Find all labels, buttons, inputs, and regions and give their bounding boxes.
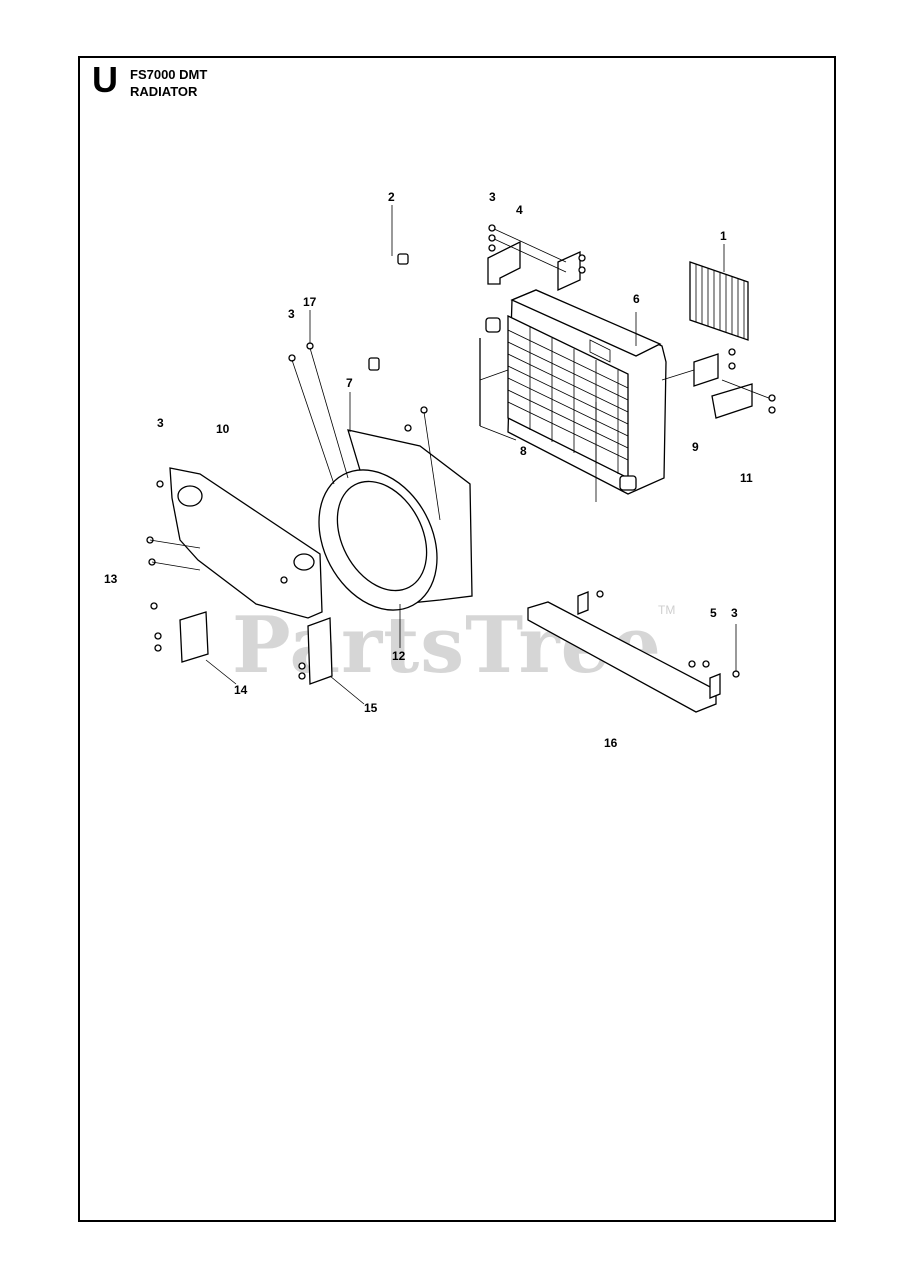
model-name: FS7000 DMT — [130, 67, 208, 82]
callout-13: 13 — [104, 572, 118, 586]
callout-2: 2 — [388, 190, 395, 204]
upper-bracket-part — [487, 224, 586, 292]
callout-15: 15 — [364, 701, 378, 715]
shroud-screws — [288, 310, 349, 485]
callout-3: 3 — [731, 606, 738, 620]
fan-guard-part — [146, 467, 323, 619]
fan-shroud-part — [318, 392, 473, 648]
support-bar-part — [527, 590, 740, 713]
callout-4: 4 — [516, 203, 523, 217]
radiator-part — [485, 289, 667, 502]
callout-8: 8 — [520, 444, 527, 458]
side-rod-part — [479, 338, 517, 441]
callout-3: 3 — [489, 190, 496, 204]
callout-16: 16 — [604, 736, 618, 750]
callout-6: 6 — [633, 292, 640, 306]
callout-1: 1 — [720, 229, 727, 243]
callout-3: 3 — [157, 416, 164, 430]
watermark-trademark: TM — [658, 603, 675, 617]
callout-7: 7 — [346, 376, 353, 390]
callout-14: 14 — [234, 683, 248, 697]
lower-bracket-part — [298, 617, 365, 705]
diagram-title: RADIATOR — [130, 84, 198, 99]
right-bracket-part — [661, 348, 776, 419]
callout-10: 10 — [216, 422, 230, 436]
small-bracket-part — [154, 611, 237, 685]
callout-9: 9 — [692, 440, 699, 454]
core-insert-part — [689, 244, 749, 341]
hose-part — [368, 205, 409, 371]
page-border — [78, 56, 836, 1222]
callout-17: 17 — [303, 295, 317, 309]
callout-11: 11 — [740, 471, 753, 485]
callout-12: 12 — [392, 649, 406, 663]
callout-5: 5 — [710, 606, 717, 620]
section-letter: U — [92, 59, 118, 100]
callout-3: 3 — [288, 307, 295, 321]
